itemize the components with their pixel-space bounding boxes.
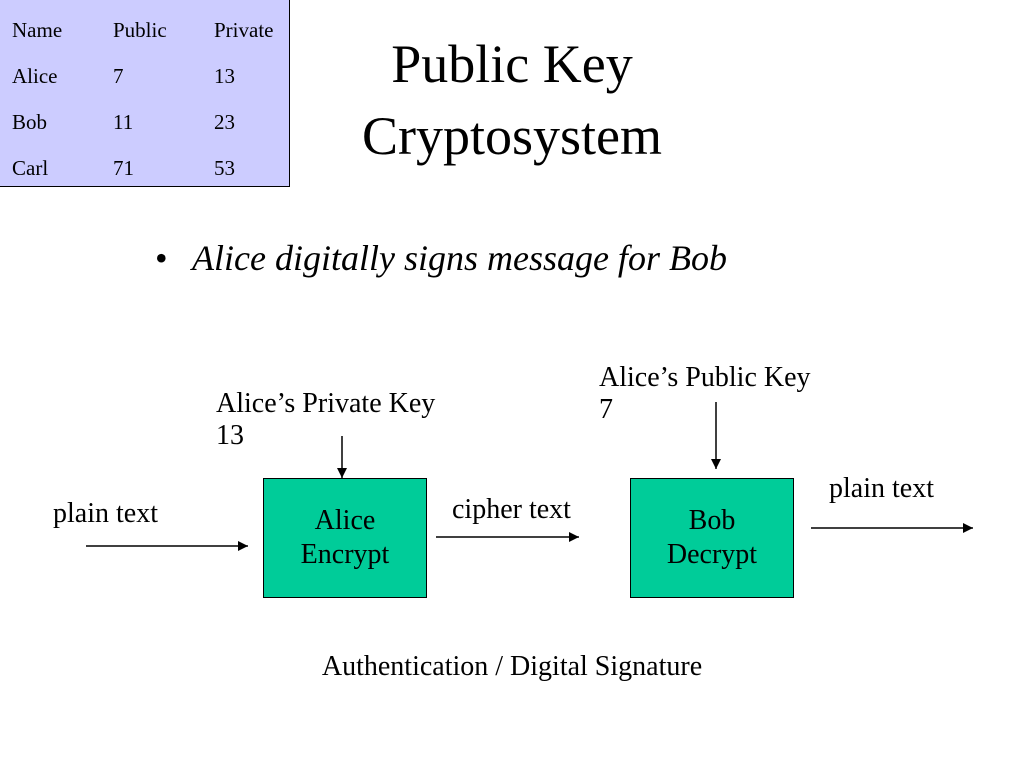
public-key-title: Alice’s Public Key bbox=[599, 362, 811, 393]
slide-title: Public Key Cryptosystem bbox=[300, 28, 724, 172]
bullet-symbol: • bbox=[155, 238, 168, 278]
output-plain-text-label: plain text bbox=[829, 473, 934, 504]
table-cell-private: 53 bbox=[214, 156, 235, 180]
private-key-value: 13 bbox=[216, 420, 244, 451]
diagram-caption: Authentication / Digital Signature bbox=[321, 651, 703, 682]
bob-decrypt-box: Bob Decrypt bbox=[630, 478, 794, 598]
table-cell-private: 13 bbox=[214, 64, 235, 88]
table-header-name: Name bbox=[12, 18, 63, 42]
table-cell-name: Carl bbox=[12, 156, 49, 180]
public-key-value: 7 bbox=[599, 394, 613, 425]
private-key-title: Alice’s Private Key bbox=[216, 388, 436, 419]
box-label: Alice bbox=[314, 505, 376, 536]
box-label: Encrypt bbox=[300, 539, 390, 570]
box-label: Bob bbox=[688, 505, 736, 536]
public-key-label: Alice’s Public Key 7 bbox=[599, 362, 811, 426]
title-line: Public Key bbox=[391, 34, 633, 94]
bullet-text: Alice digitally signs message for Bob bbox=[192, 238, 727, 278]
box-label: Decrypt bbox=[666, 539, 758, 570]
table-cell-public: 11 bbox=[113, 110, 134, 134]
table-cell-name: Bob bbox=[12, 110, 48, 134]
table-cell-public: 7 bbox=[113, 64, 124, 88]
table-header-public: Public bbox=[113, 18, 167, 42]
table-header-private: Private bbox=[214, 18, 274, 42]
title-line: Cryptosystem bbox=[361, 106, 662, 166]
cipher-text-label: cipher text bbox=[452, 494, 571, 525]
input-plain-text-label: plain text bbox=[53, 498, 158, 529]
table-cell-public: 71 bbox=[113, 156, 134, 180]
private-key-label: Alice’s Private Key 13 bbox=[216, 388, 435, 452]
bullet-item: • Alice digitally signs message for Bob bbox=[155, 234, 727, 282]
table-cell-private: 23 bbox=[214, 110, 235, 134]
alice-encrypt-box: Alice Encrypt bbox=[263, 478, 427, 598]
table-cell-name: Alice bbox=[12, 64, 58, 88]
key-table: Name Public Private Alice 7 13 Bob 11 23… bbox=[0, 0, 290, 187]
